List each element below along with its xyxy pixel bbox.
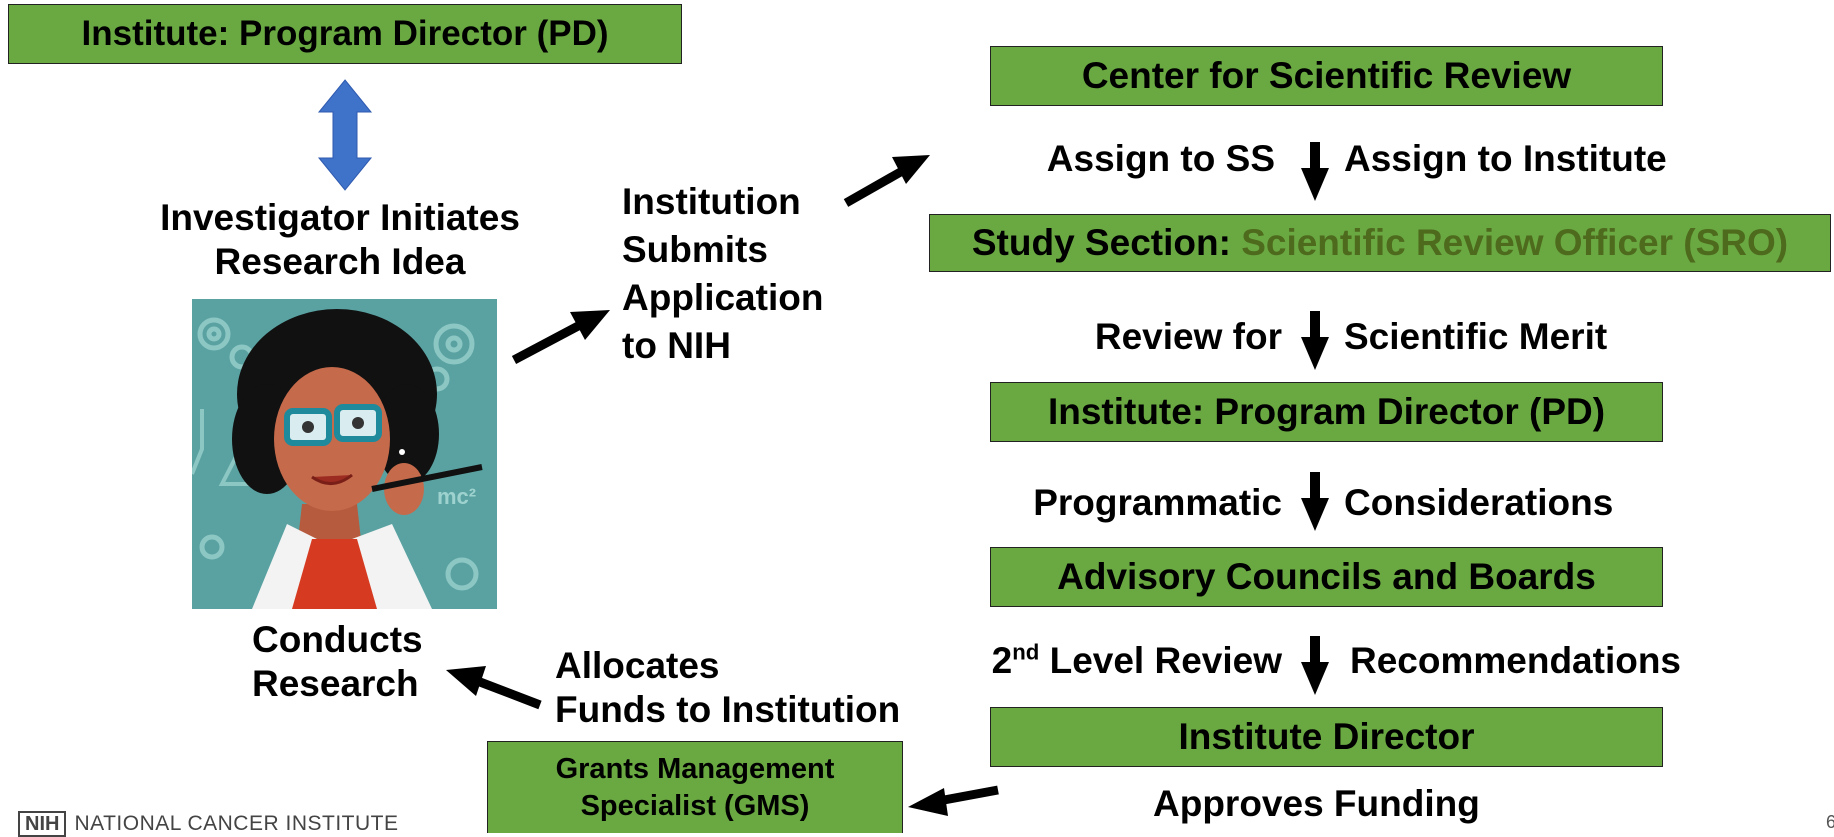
arrow-to-submits bbox=[511, 310, 610, 364]
allocates-line-2: Funds to Institution bbox=[555, 689, 901, 731]
councils-box: Advisory Councils and Boards bbox=[990, 547, 1663, 607]
level-sup: nd bbox=[1012, 639, 1040, 665]
page-number: 6 bbox=[1826, 812, 1834, 832]
assign-to-institute: Assign to Institute bbox=[1344, 138, 1667, 179]
submits-line-2: Submits bbox=[622, 229, 768, 271]
gms-line-2: Specialist (GMS) bbox=[580, 789, 810, 822]
programmatic: Programmatic bbox=[1033, 482, 1282, 523]
scientist-illustration: mc² bbox=[192, 299, 497, 609]
double-arrow-icon bbox=[317, 79, 373, 191]
nci-logo: NIH NATIONAL CANCER INSTITUTE bbox=[18, 811, 398, 837]
csr-box-label: Center for Scientific Review bbox=[1081, 55, 1572, 96]
level-num: 2 bbox=[991, 640, 1013, 681]
allocates-text: Allocates Funds to Institution bbox=[555, 644, 900, 733]
study-section-prefix: Study Section: bbox=[971, 222, 1231, 263]
down-arrow-3 bbox=[1301, 472, 1329, 531]
down-arrow-1 bbox=[1301, 142, 1329, 201]
councils-box-label: Advisory Councils and Boards bbox=[1057, 556, 1596, 597]
director-box-label: Institute Director bbox=[1178, 716, 1475, 757]
down-arrow-2 bbox=[1301, 311, 1329, 370]
sro-label: Scientific Review Officer (SRO) bbox=[1241, 222, 1789, 263]
considerations: Considerations bbox=[1344, 482, 1614, 523]
approves-funding: Approves Funding bbox=[1153, 783, 1480, 824]
submits-line-3: Application bbox=[622, 277, 824, 319]
conducts-line-1: Conducts bbox=[252, 619, 423, 660]
down-arrow-4 bbox=[1301, 636, 1329, 695]
recommendations: Recommendations bbox=[1350, 640, 1682, 681]
submits-line-1: Institution bbox=[622, 181, 801, 222]
assign-to-ss: Assign to SS bbox=[1046, 138, 1275, 179]
gms-box: Grants Management Specialist (GMS) bbox=[487, 741, 903, 833]
scientific-merit: Scientific Merit bbox=[1344, 316, 1608, 357]
investigator-text: Investigator Initiates Research Idea bbox=[100, 196, 580, 285]
csr-box: Center for Scientific Review bbox=[990, 46, 1663, 106]
investigator-line-1: Investigator Initiates bbox=[160, 197, 520, 238]
arrow-to-gms bbox=[908, 785, 999, 816]
pd-box-right-label: Institute: Program Director (PD) bbox=[1047, 391, 1606, 432]
pd-box-top: Institute: Program Director (PD) bbox=[8, 4, 682, 64]
arrow-to-conducts bbox=[446, 666, 542, 710]
allocates-line-1: Allocates bbox=[555, 645, 720, 686]
pd-box-right: Institute: Program Director (PD) bbox=[990, 382, 1663, 442]
study-section-box: Study Section: Scientific Review Officer… bbox=[929, 214, 1831, 272]
conducts-line-2: Research bbox=[252, 663, 419, 705]
submits-text: Institution Submits Application to NIH bbox=[622, 178, 823, 370]
investigator-line-2: Research Idea bbox=[214, 241, 466, 283]
nci-logo-text: NATIONAL CANCER INSTITUTE bbox=[74, 812, 399, 835]
level-rest: Level Review bbox=[1039, 640, 1282, 681]
svg-text:mc²: mc² bbox=[437, 484, 476, 509]
submits-line-4: to NIH bbox=[622, 325, 731, 367]
nih-logo-mark: NIH bbox=[18, 811, 67, 837]
conducts-text: Conducts Research bbox=[252, 618, 423, 707]
gms-line-1: Grants Management bbox=[555, 753, 835, 786]
director-box: Institute Director bbox=[990, 707, 1663, 767]
review-for: Review for bbox=[1094, 316, 1282, 357]
arrow-to-csr bbox=[843, 155, 930, 207]
pd-box-top-label: Institute: Program Director (PD) bbox=[81, 14, 609, 53]
second-level-review: 2nd Level Review bbox=[992, 639, 1282, 683]
